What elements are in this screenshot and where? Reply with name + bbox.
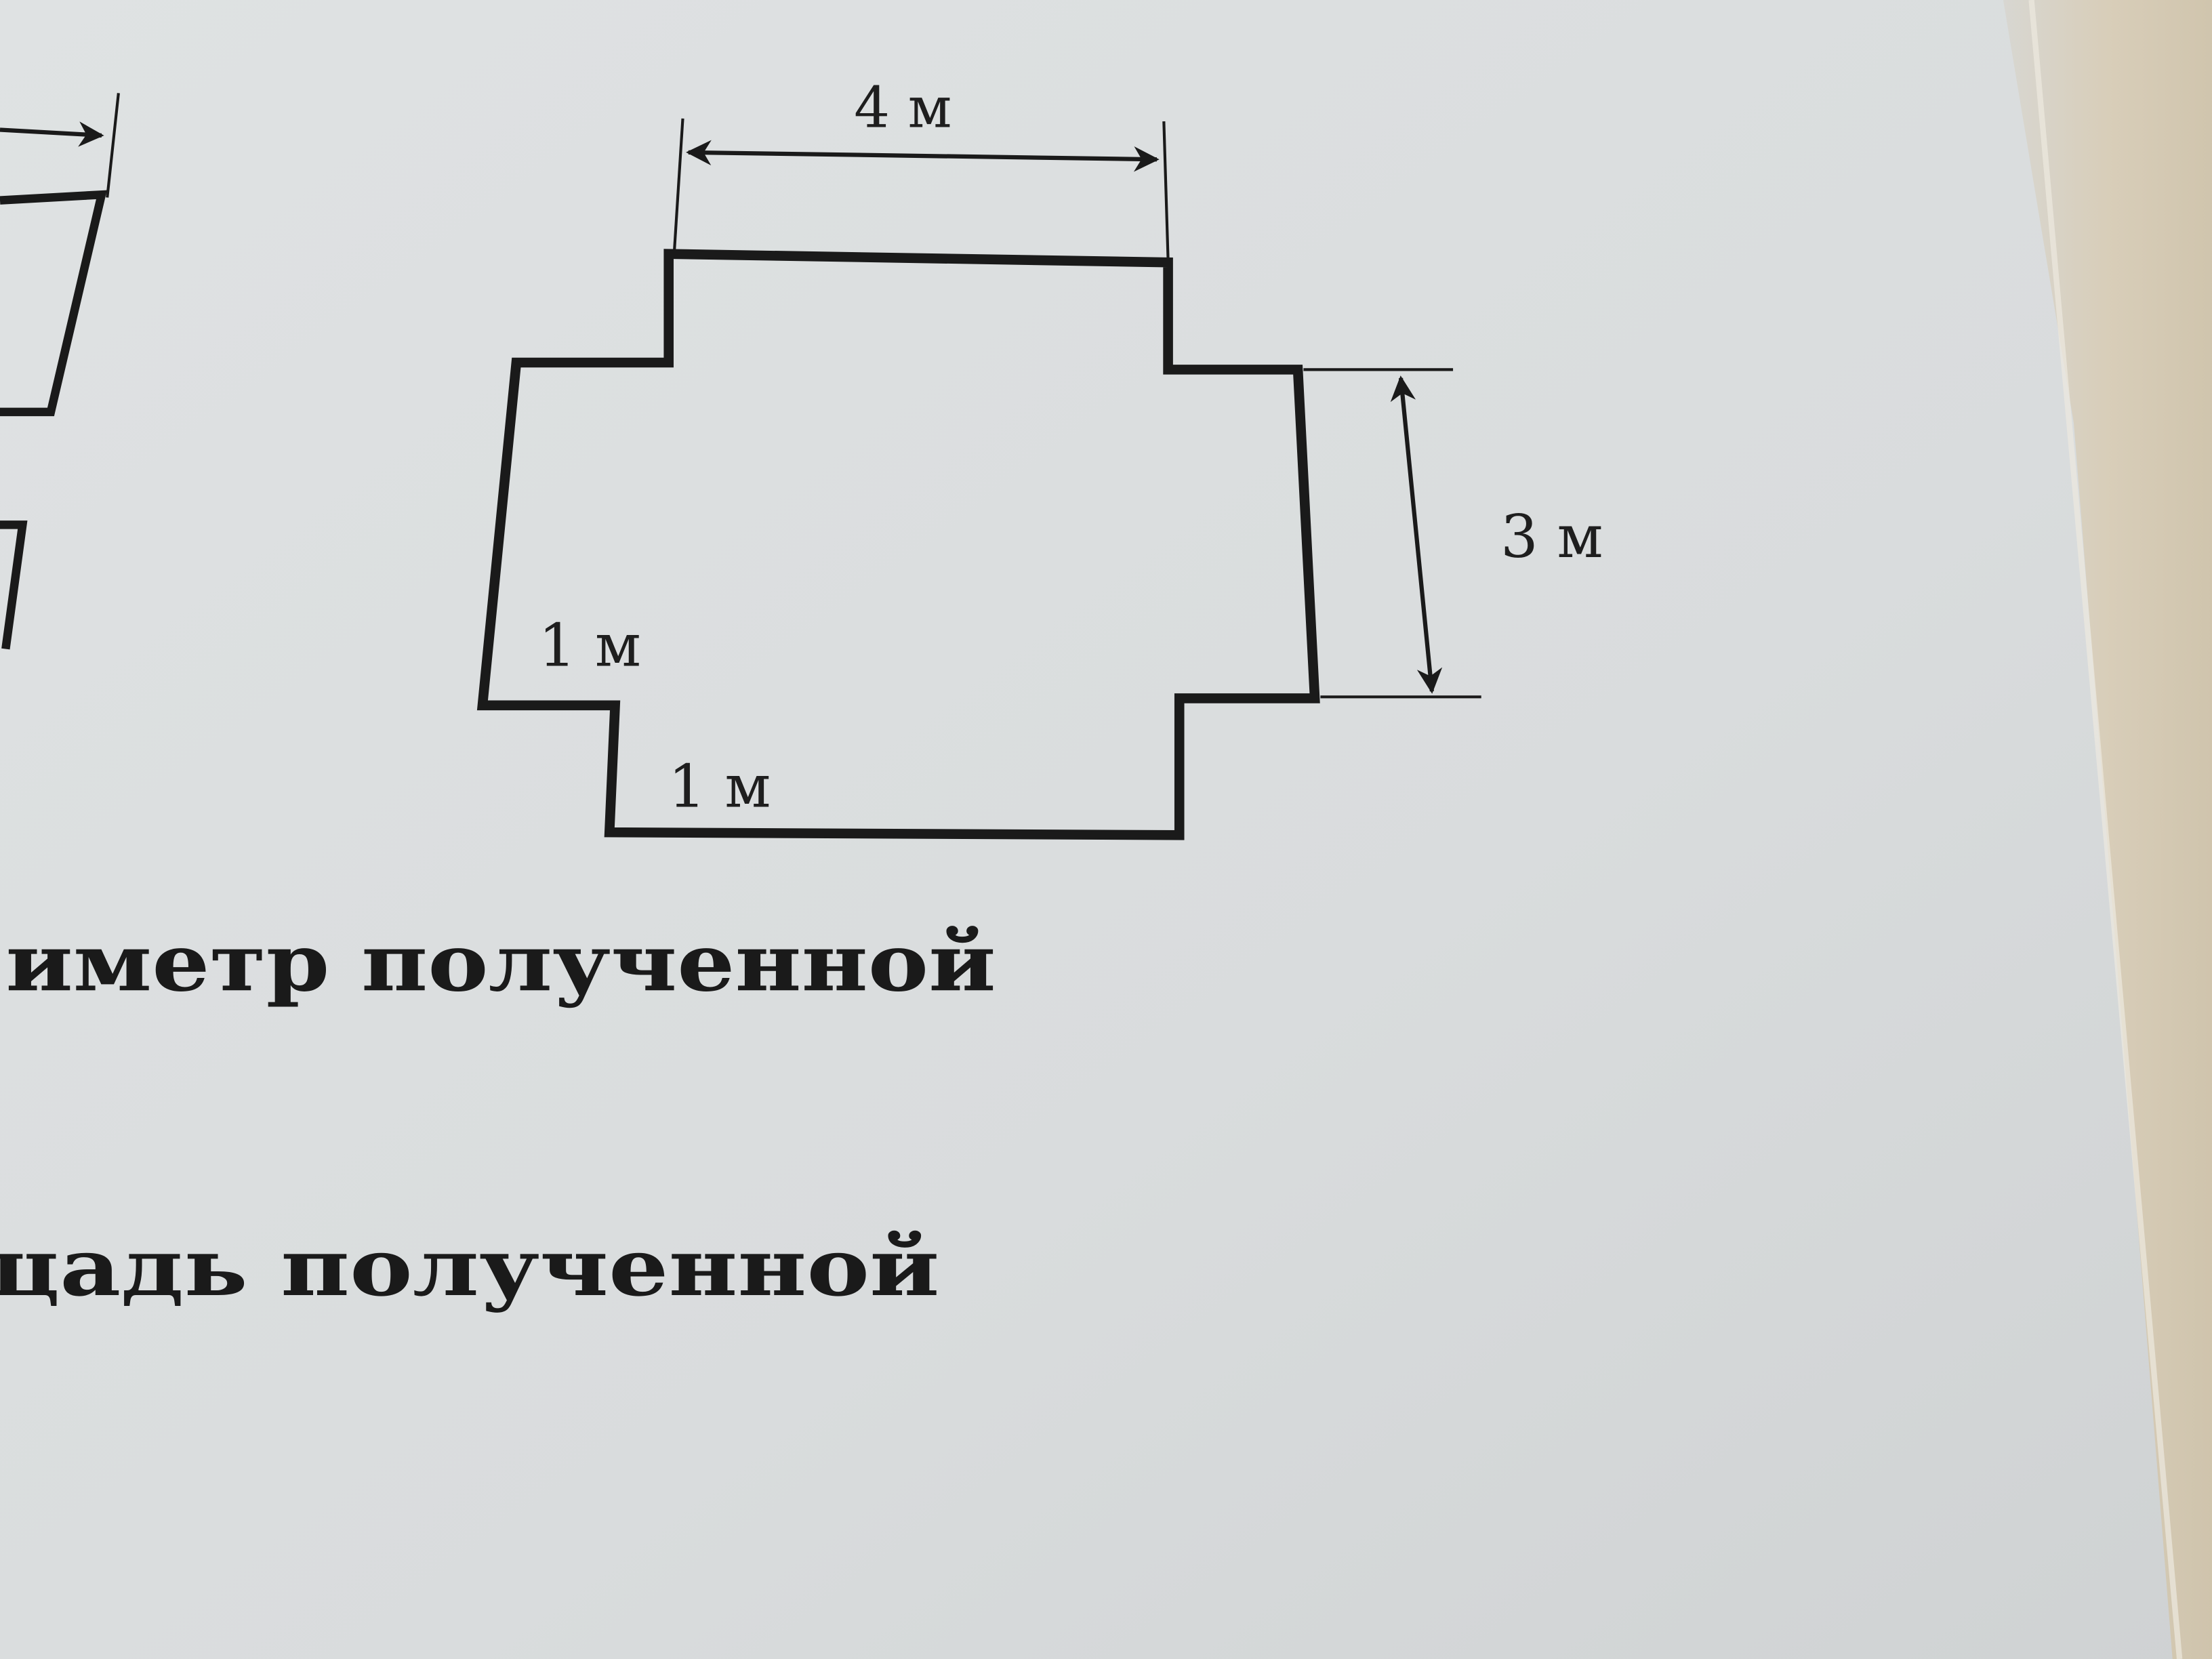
question-line-perimeter: иметр полученной xyxy=(5,917,996,1009)
question-line-area: щадь полученной xyxy=(0,1222,939,1314)
sleeve-highlight xyxy=(2028,0,2183,1659)
left-step-label: 1 м xyxy=(538,611,640,680)
bottom-step-label: 1 м xyxy=(668,752,771,821)
top-width-label: 4 м xyxy=(854,75,951,140)
top-dimension xyxy=(672,118,1170,260)
right-height-label: 3 м xyxy=(1500,502,1603,571)
partial-left-figure xyxy=(0,93,120,650)
cross-shaped-figure xyxy=(476,249,1320,840)
right-dimension xyxy=(1303,368,1481,699)
